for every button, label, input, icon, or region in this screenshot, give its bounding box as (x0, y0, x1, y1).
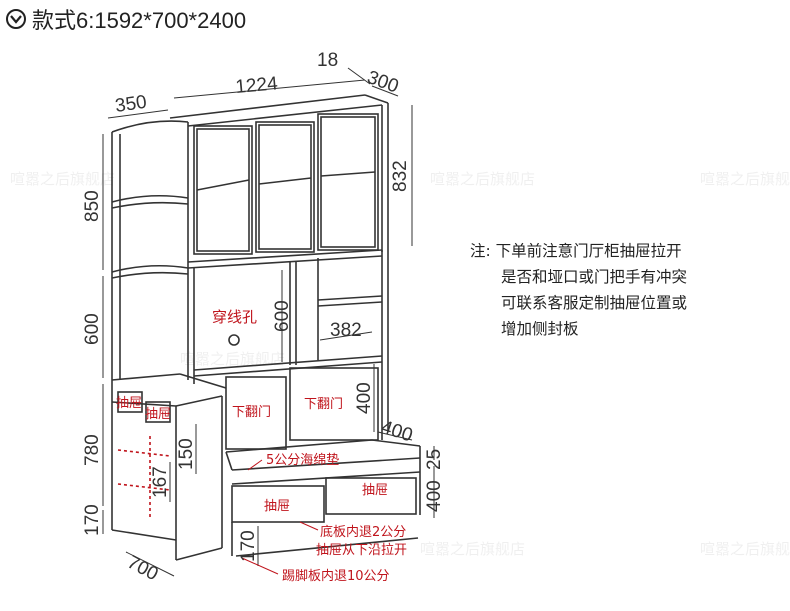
dim-cushion: 25 (424, 449, 445, 470)
label-cushion: 5公分海绵垫 (266, 452, 339, 468)
dim-side-drawer-2: 167 (150, 466, 171, 498)
label-kick-board: 踢脚板内退10公分 (282, 568, 390, 584)
chevron-down-icon (6, 9, 26, 29)
dim-left-lower: 780 (82, 434, 103, 466)
label-drawer-bottom: 抽屉从下沿拉开 (316, 543, 407, 558)
label-wire-hole: 穿线孔 (212, 308, 257, 326)
label-side-drawer-1: 抽屉 (116, 396, 142, 411)
note-line-4: 增加侧封板 (501, 320, 579, 338)
watermark-3: 喧嚣之后旗舰店 (420, 540, 525, 558)
note-line-2: 是否和垭口或门把手有冲突 (501, 268, 688, 286)
dim-left-middle: 600 (82, 313, 103, 345)
dim-upper-height: 832 (390, 160, 411, 192)
dim-side-drawer: 150 (176, 438, 197, 470)
cabinet-lines (111, 94, 421, 561)
dim-plinth-height: 170 (238, 530, 259, 562)
note-line-1: 注: 下单前注意门厅柜抽屉拉开 (470, 242, 682, 260)
dim-left-upper: 850 (82, 190, 103, 222)
note-text: 注: 下单前注意门厅柜抽屉拉开 是否和垭口或门把手有冲突 可联系客服定制抽屉位置… (470, 238, 687, 342)
note-line-3: 可联系客服定制抽屉位置或 (501, 294, 688, 312)
label-flap-door-2: 下翻门 (304, 397, 343, 412)
watermark-5: 喧嚣之后旗舰店 (10, 170, 115, 188)
dim-bottom-depth: 700 (124, 552, 162, 585)
label-drawer-1: 抽屉 (264, 499, 290, 514)
title-bar: 款式6:1592*700*2400 (6, 2, 246, 36)
watermark-6: 喧嚣之后旗舰店 (700, 540, 790, 558)
label-bottom-board: 底板内退2公分 (320, 524, 406, 540)
dim-top-thickness: 18 (317, 50, 338, 71)
callout-lines (241, 459, 319, 575)
watermark-1: 喧嚣之后旗舰店 (430, 170, 535, 188)
label-flap-door-1: 下翻门 (232, 405, 271, 420)
watermarks: 喧嚣之后旗舰店 喧嚣之后旗舰店 喧嚣之后旗舰店 喧嚣之后旗舰店 喧嚣之后旗舰店 … (10, 170, 790, 558)
label-side-drawer-2: 抽屉 (145, 407, 171, 422)
dim-top-width: 1224 (235, 73, 279, 98)
dim-left-plinth: 170 (82, 504, 103, 536)
dim-flap-height: 400 (354, 382, 375, 414)
dim-top-depth: 300 (364, 67, 401, 98)
dim-niche-width: 382 (330, 320, 362, 341)
dim-niche-height: 600 (272, 300, 293, 332)
dimension-lines (102, 67, 435, 577)
watermark-4: 喧嚣之后旗舰店 (700, 170, 790, 188)
dim-side-width: 350 (114, 92, 148, 117)
dim-bench-height: 400 (424, 480, 445, 512)
label-drawer-2: 抽屉 (362, 483, 388, 498)
page-title: 款式6:1592*700*2400 (32, 8, 247, 33)
watermark-2: 喧嚣之后旗舰店 (180, 350, 285, 368)
